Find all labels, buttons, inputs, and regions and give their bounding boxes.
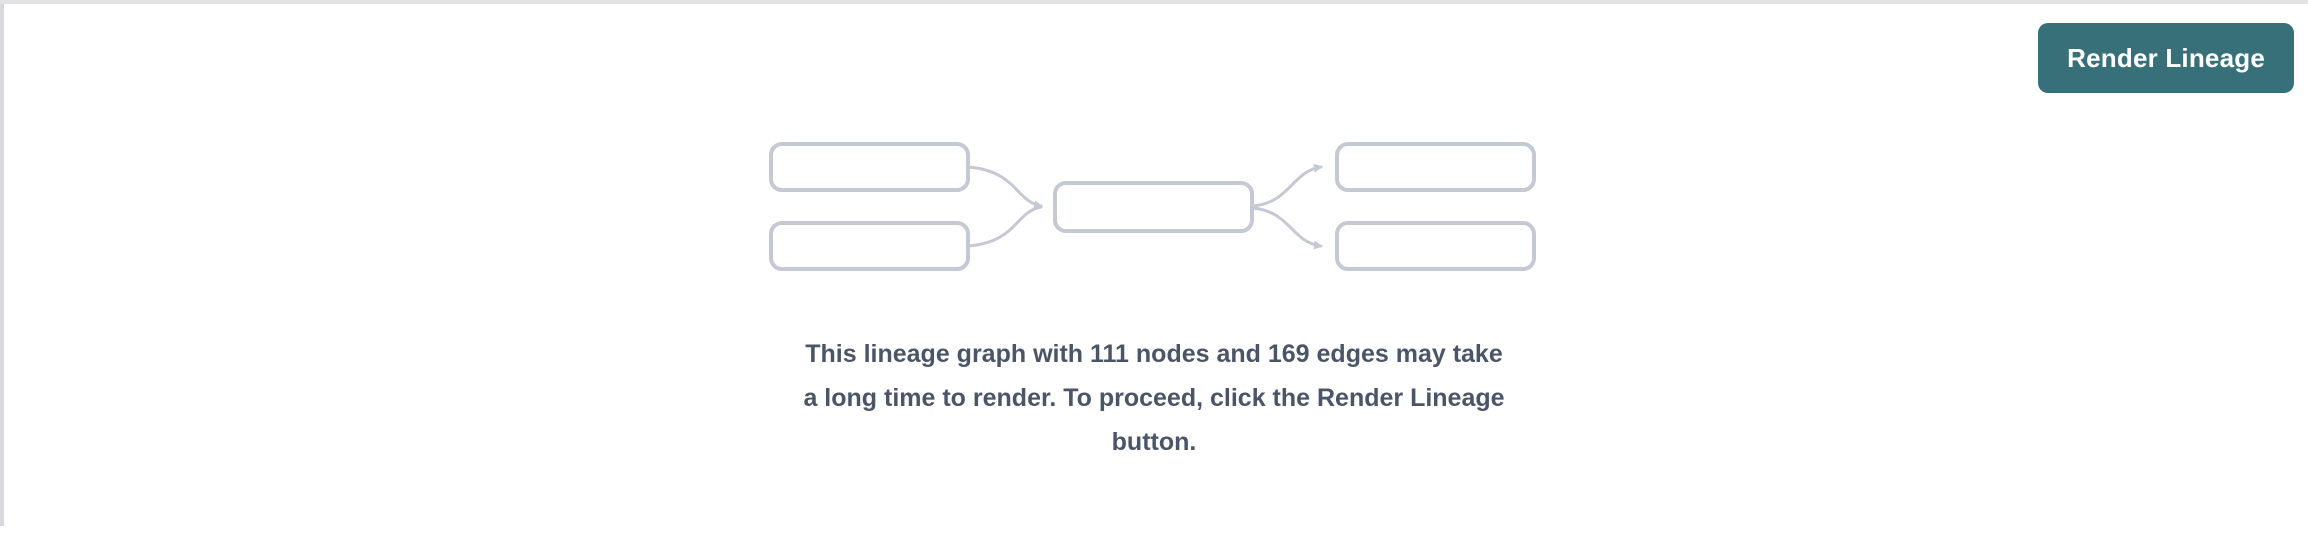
panel-left-border xyxy=(0,4,4,526)
render-lineage-button[interactable]: Render Lineage xyxy=(2038,23,2294,93)
placeholder-node xyxy=(1335,221,1536,271)
placeholder-edge xyxy=(1251,163,1323,208)
placeholder-edge xyxy=(966,165,1043,210)
placeholder-edge xyxy=(966,205,1043,248)
placeholder-node xyxy=(1053,181,1254,233)
render-warning-line: a long time to render. To proceed, click… xyxy=(803,384,1505,412)
render-warning-line: button. xyxy=(1111,428,1197,456)
lineage-graph-placeholder-icon xyxy=(769,142,1536,271)
placeholder-node xyxy=(769,142,970,192)
placeholder-node xyxy=(1335,142,1536,192)
render-warning-message: This lineage graph with 111 nodes and 16… xyxy=(803,332,1504,464)
placeholder-node xyxy=(769,221,970,271)
render-warning-line: This lineage graph with 111 nodes and 16… xyxy=(805,340,1503,368)
lineage-empty-state: This lineage graph with 111 nodes and 16… xyxy=(0,142,2308,464)
placeholder-edge xyxy=(1251,206,1323,250)
